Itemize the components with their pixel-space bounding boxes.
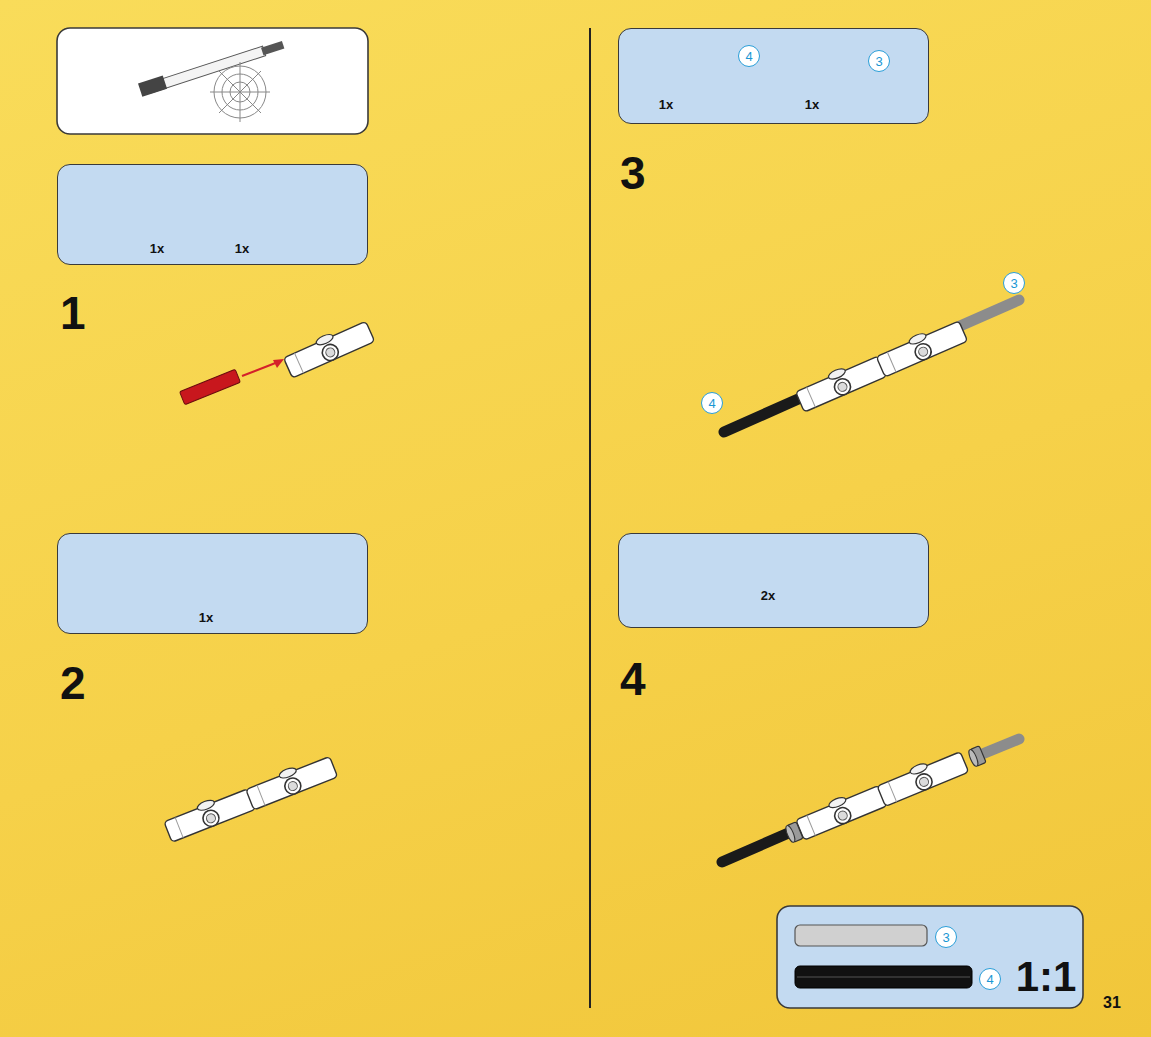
illustration-part [777, 906, 1083, 1008]
callout-text: 4 [986, 973, 993, 986]
illustration-part [261, 41, 284, 55]
callout-number: 4 [979, 968, 1001, 990]
illustration-part [960, 300, 1019, 326]
callout-text: 4 [708, 397, 715, 410]
illustration-part [794, 317, 968, 412]
step-number: 3 [620, 150, 646, 196]
illustration-part [967, 746, 986, 768]
illustration-part [282, 318, 375, 378]
illustration-part [242, 362, 278, 376]
scale-panel: 1:1 3 4 [777, 906, 1083, 1008]
illustration-part [795, 925, 927, 946]
illustration-part [724, 396, 805, 432]
step-number: 2 [60, 660, 86, 706]
illustration-part [784, 822, 803, 844]
page-number: 31 [1103, 995, 1121, 1011]
step-number: 4 [620, 656, 646, 702]
illustration-part [244, 753, 337, 810]
step-number: 1 [60, 290, 86, 336]
illustration-part [967, 746, 986, 768]
callout-number: 4 [701, 392, 723, 414]
illustration-part [57, 28, 368, 134]
illustration-part [282, 318, 375, 378]
callout-number: 3 [1003, 272, 1025, 294]
callout-number: 3 [868, 50, 890, 72]
quantity: 1x [199, 611, 213, 624]
callout-number: 4 [738, 45, 760, 67]
illustration-part [163, 785, 256, 842]
quantity: 1x [659, 98, 673, 111]
callout-text: 3 [875, 55, 882, 68]
scale-label: 1:1 [1016, 956, 1077, 998]
quantity: 2x [761, 589, 775, 602]
illustration-part [875, 317, 968, 377]
callout-number: 3 [935, 926, 957, 948]
illustration-part [163, 753, 338, 842]
illustration-part [180, 369, 241, 404]
callout-text: 3 [942, 931, 949, 944]
illustration-part [273, 359, 284, 368]
illustration-part [794, 352, 887, 412]
callout-text: 3 [1010, 277, 1017, 290]
illustration-part [876, 748, 969, 806]
illustration-part [219, 71, 261, 113]
illustration-part [794, 782, 887, 840]
illustration-part [589, 28, 591, 1008]
parts-panel: 2x [618, 533, 929, 628]
quantity: 1x [235, 242, 249, 255]
callout-text: 4 [745, 50, 752, 63]
parts-panel: 1x 1x 4 3 [618, 28, 929, 124]
illustration-part [795, 966, 972, 988]
quantity: 1x [150, 242, 164, 255]
quantity: 1x [805, 98, 819, 111]
parts-panel: 1x [57, 533, 368, 634]
illustration-part [219, 71, 261, 113]
illustration-part [797, 977, 970, 978]
illustration-part [794, 748, 968, 840]
illustration-part [784, 822, 803, 844]
parts-panel: 1x 1x [57, 164, 368, 265]
illustration-part [138, 75, 167, 96]
illustration-part [210, 62, 270, 122]
